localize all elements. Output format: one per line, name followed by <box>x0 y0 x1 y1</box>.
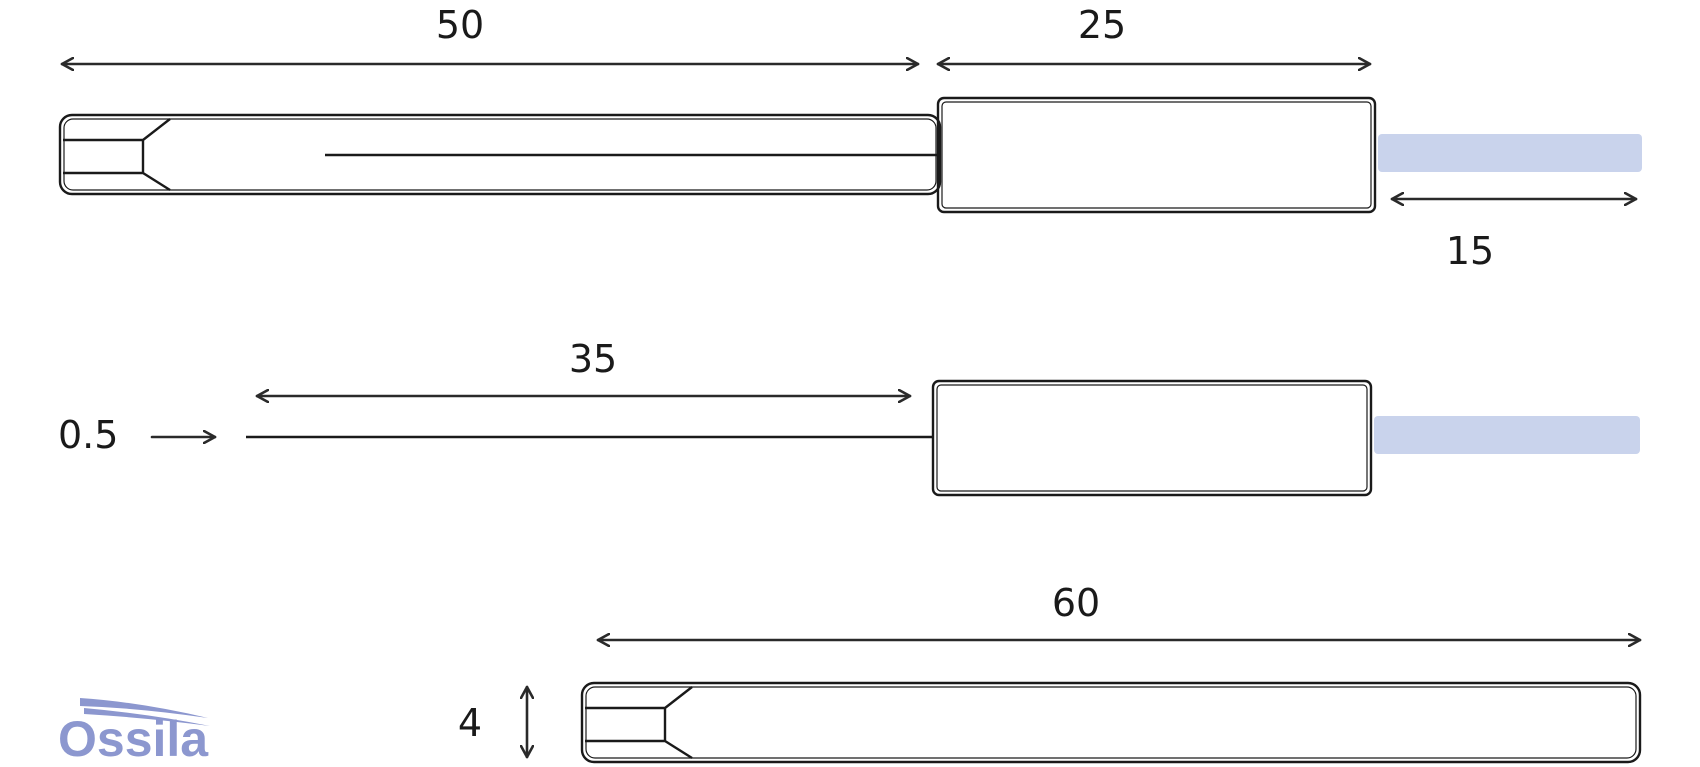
bottom-width-dimension-label: 4 <box>458 701 482 745</box>
middle-electrode-cap <box>931 379 1373 497</box>
ossila-logo: Ossila <box>58 698 210 767</box>
top-cap-dimension-label: 25 <box>1078 3 1126 47</box>
middle-glass-rod <box>1374 416 1640 454</box>
logo-swoosh-icon-2 <box>84 708 210 726</box>
top-rod-dimension-label: 15 <box>1446 229 1494 273</box>
bottom-length-dimension-label: 60 <box>1052 581 1100 625</box>
top-electrode-assembly: 50 25 15 <box>58 3 1642 273</box>
middle-needle-dimension-label: 35 <box>569 337 617 381</box>
top-body-dimension-label: 50 <box>436 3 484 47</box>
top-glass-rod <box>1378 134 1642 172</box>
middle-needle-diameter-label: 0.5 <box>58 413 118 457</box>
bottom-connector-tip <box>585 686 693 760</box>
bottom-electrode-assembly: 60 4 <box>458 581 1642 764</box>
top-electrode-cap-inner <box>941 101 1372 209</box>
logo-swoosh-icon <box>80 698 208 718</box>
middle-electrode-cap-inner <box>936 384 1368 492</box>
top-electrode-body <box>58 113 942 196</box>
middle-electrode-assembly: 35 0.5 <box>58 337 1640 497</box>
bottom-electrode-body <box>580 681 1642 764</box>
top-connector-tip <box>63 118 171 192</box>
bottom-electrode-body-inner <box>585 686 1637 759</box>
top-electrode-cap <box>936 96 1377 214</box>
logo-text: Ossila <box>58 711 209 767</box>
